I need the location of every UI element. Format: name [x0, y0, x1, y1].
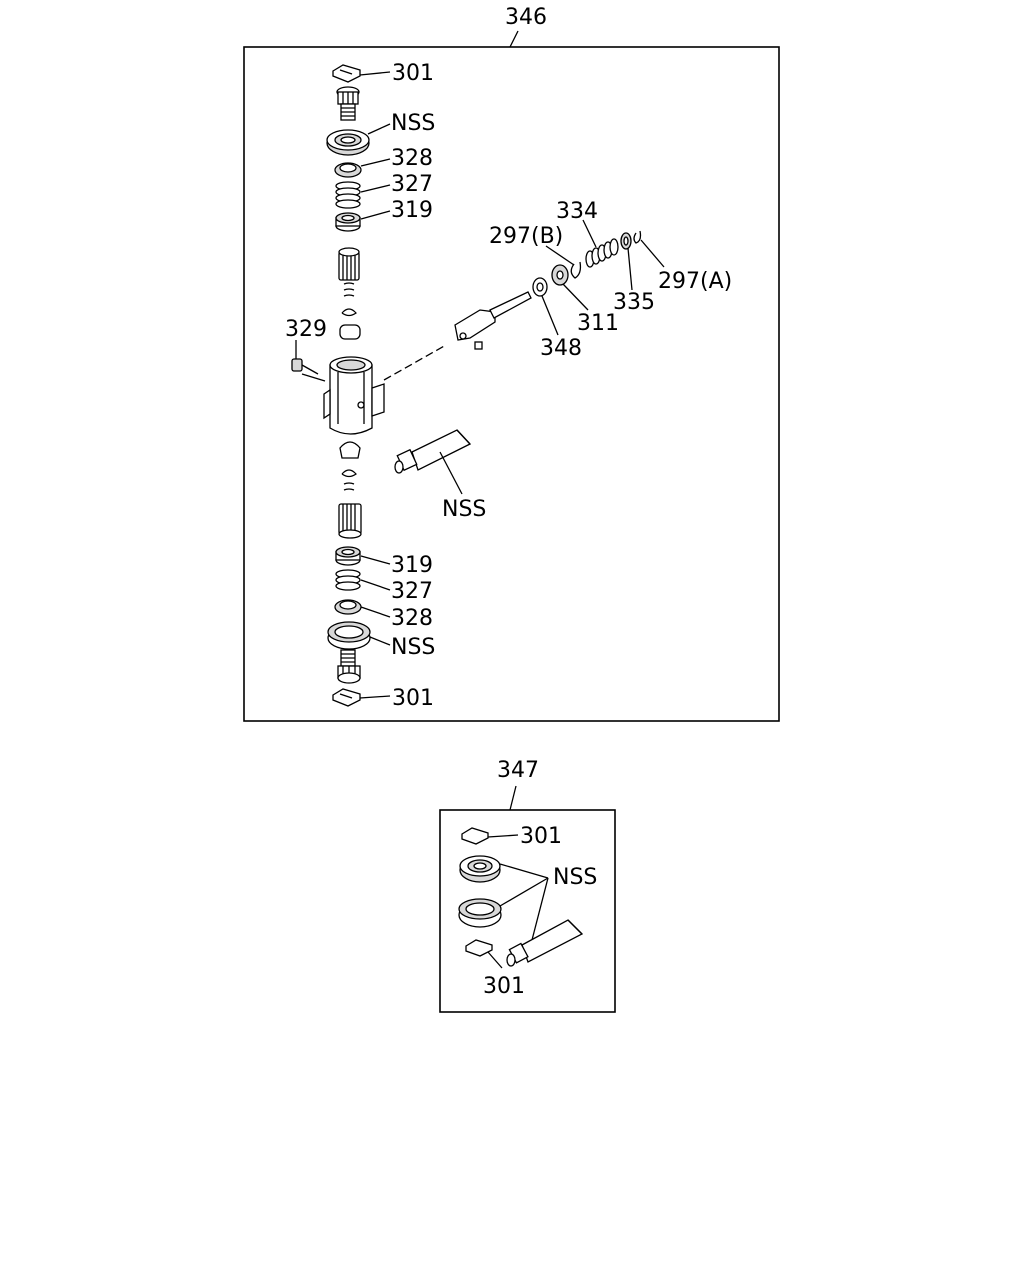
- label-nss-mid: NSS: [442, 497, 486, 522]
- assembly-346-leader: [509, 30, 519, 48]
- label-297b: 297(B): [489, 224, 563, 249]
- label-327-bot: 327: [391, 579, 433, 604]
- label-nss-bot: NSS: [391, 635, 435, 660]
- label-319-top: 319: [391, 198, 433, 223]
- label-327-top: 327: [391, 172, 433, 197]
- label-328-bot: 328: [391, 606, 433, 631]
- label-311: 311: [577, 311, 619, 336]
- washer: [532, 277, 548, 297]
- seat-top: [335, 212, 361, 232]
- spring-bottom: [335, 569, 361, 591]
- pinion-lower: [338, 441, 362, 539]
- bearing-top: [326, 129, 370, 156]
- assembly-346: 346 301 NSS: [243, 5, 780, 722]
- spring-334: [585, 238, 619, 268]
- label-301-top: 301: [392, 61, 434, 86]
- kit-clip-bottom: [465, 939, 493, 957]
- label-334: 334: [556, 199, 598, 224]
- label-nss-top: NSS: [391, 111, 435, 136]
- clip-part-top: [332, 64, 361, 83]
- assembly-number-347: 347: [497, 758, 539, 783]
- assembly-347: 347 301 NSS: [439, 758, 616, 1013]
- seat-bottom: [335, 546, 361, 566]
- label-328-top: 328: [391, 146, 433, 171]
- label-301-bot: 301: [392, 686, 434, 711]
- label-335: 335: [613, 290, 655, 315]
- assembly-number-346: 346: [505, 5, 547, 30]
- kit-bearing: [459, 855, 501, 883]
- assembly-347-frame: [439, 809, 616, 1013]
- adjusting-screw-bottom: [337, 649, 361, 684]
- spring-top: [335, 181, 361, 209]
- label-348: 348: [540, 336, 582, 361]
- assembly-347-leader: [509, 785, 517, 811]
- snap-ring-a: [633, 230, 642, 244]
- kit-bearing-cup: [458, 898, 502, 928]
- gear-housing: [323, 356, 385, 435]
- label-329: 329: [285, 317, 327, 342]
- adjusting-screw-top: [336, 86, 360, 121]
- kit-grease-tube: [506, 919, 584, 967]
- shaft-assembly: [454, 291, 532, 350]
- bolt-part: [291, 358, 319, 375]
- bearing-bottom: [327, 621, 371, 650]
- kit-label-nss: NSS: [553, 865, 597, 890]
- kit-label-301-top: 301: [520, 824, 562, 849]
- nut: [551, 264, 569, 286]
- kit-clip-top: [461, 827, 489, 845]
- snap-ring-b: [570, 261, 582, 279]
- grease-tube: [394, 429, 472, 474]
- seal-bottom: [334, 599, 362, 615]
- assembly-346-frame: [243, 46, 780, 722]
- clip-part-bottom: [332, 688, 361, 707]
- label-297a: 297(A): [658, 269, 732, 294]
- pinion-upper: [338, 247, 361, 340]
- seal-top: [334, 162, 362, 178]
- label-319-bot: 319: [391, 553, 433, 578]
- kit-label-301-bot: 301: [483, 974, 525, 999]
- seal-335: [620, 232, 632, 250]
